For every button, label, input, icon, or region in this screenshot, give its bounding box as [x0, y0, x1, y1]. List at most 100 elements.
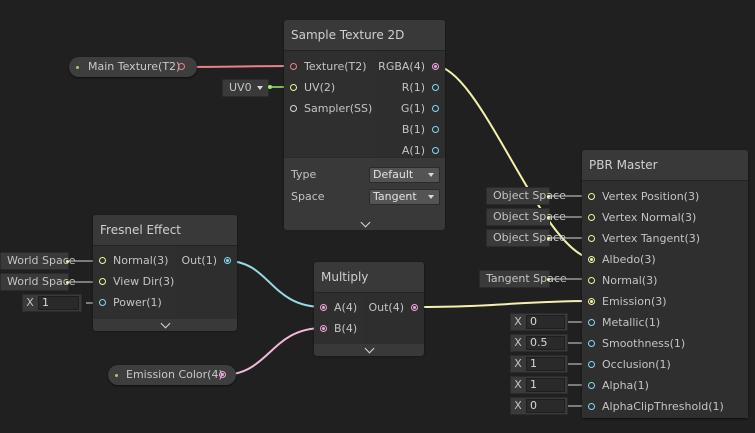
port-label: Vertex Tangent(3)	[602, 232, 701, 245]
node-title: Fresnel Effect	[93, 215, 237, 246]
port-icon	[432, 63, 439, 70]
metallic-value[interactable]: 0	[526, 315, 565, 329]
occlusion-field[interactable]: X 1	[510, 355, 568, 373]
occlusion-port[interactable]: Occlusion(1)	[588, 355, 671, 375]
alpha-clip-threshold-field[interactable]: X 0	[510, 397, 568, 415]
smoothness-value[interactable]: 0.5	[526, 336, 565, 350]
alpha-value[interactable]: 1	[526, 378, 565, 392]
alpha-clip-threshold-value[interactable]: 0	[526, 399, 565, 413]
uv-channel-dropdown[interactable]: UV0	[222, 79, 269, 97]
vertex-normal-port[interactable]: Vertex Normal(3)	[588, 208, 696, 228]
node-title: Sample Texture 2D	[284, 20, 445, 51]
sample-texture-2d-node[interactable]: Sample Texture 2D Texture(T2) UV(2) Samp…	[284, 20, 445, 230]
pbr-master-node[interactable]: PBR Master Vertex Position(3) Vertex Nor…	[582, 150, 748, 418]
emission-color-property[interactable]: Emission Color(4)	[108, 365, 236, 385]
chip-label: Object Space	[493, 231, 566, 244]
fresnel-power-field[interactable]: X 1	[22, 294, 82, 312]
alpha-field[interactable]: X 1	[510, 376, 568, 394]
rgba-output-port[interactable]: RGBA(4)	[378, 57, 439, 77]
port-label: Occlusion(1)	[602, 358, 671, 371]
collapse-button[interactable]	[284, 217, 445, 230]
type-value: Default	[373, 168, 414, 181]
multiply-a-port[interactable]: A(4)	[320, 298, 357, 318]
port-label: A(4)	[334, 301, 358, 314]
uv-chip-connector	[268, 85, 272, 89]
chip-label: Tangent Space	[486, 272, 567, 285]
dropdown-arrow-icon	[256, 86, 263, 90]
port-label: Alpha(1)	[602, 379, 649, 392]
chevron-down-icon	[364, 343, 375, 354]
chip-label: World Space	[7, 254, 76, 267]
vertex-tangent-space-chip[interactable]: Object Space	[486, 229, 566, 247]
port-icon	[320, 304, 327, 311]
port-label: Metallic(1)	[602, 316, 661, 329]
a-output-port[interactable]: A(1)	[402, 141, 439, 161]
r-output-port[interactable]: R(1)	[402, 78, 439, 98]
port-label: Vertex Normal(3)	[602, 211, 697, 224]
b-output-port[interactable]: B(1)	[402, 120, 439, 140]
alpha-clip-threshold-port[interactable]: AlphaClipThreshold(1)	[588, 397, 724, 417]
port-icon	[432, 147, 439, 154]
fresnel-normal-port[interactable]: Normal(3)	[99, 251, 168, 271]
fresnel-out-port[interactable]: Out(1)	[181, 251, 231, 271]
chip-label: Object Space	[493, 189, 566, 202]
occlusion-value[interactable]: 1	[526, 357, 565, 371]
normal-port[interactable]: Normal(3)	[588, 271, 657, 291]
multiply-b-port[interactable]: B(4)	[320, 319, 357, 339]
smoothness-port[interactable]: Smoothness(1)	[588, 334, 685, 354]
metallic-field[interactable]: X 0	[510, 313, 568, 331]
albedo-port[interactable]: Albedo(3)	[588, 250, 656, 270]
sampler-input-port[interactable]: Sampler(SS)	[290, 99, 372, 119]
port-icon	[224, 257, 231, 264]
port-icon	[588, 235, 595, 242]
chevron-down-icon	[360, 217, 370, 228]
port-label: G(1)	[400, 102, 425, 115]
pbr-master-ports: Vertex Position(3) Vertex Normal(3) Vert…	[582, 181, 748, 418]
multiply-out-port[interactable]: Out(4)	[368, 298, 418, 318]
fresnel-normal-space-chip[interactable]: World Space	[0, 252, 76, 270]
vertex-normal-space-chip[interactable]: Object Space	[486, 208, 566, 226]
wire-multiply-emission	[413, 300, 593, 308]
vertex-position-port[interactable]: Vertex Position(3)	[588, 187, 699, 207]
main-texture-property[interactable]: Main Texture(T2)	[69, 57, 197, 77]
emission-port[interactable]: Emission(3)	[588, 292, 667, 312]
port-icon	[432, 105, 439, 112]
collapse-button[interactable]	[314, 343, 424, 356]
vertex-tangent-port[interactable]: Vertex Tangent(3)	[588, 229, 700, 249]
vertex-position-space-chip[interactable]: Object Space	[486, 187, 566, 205]
port-label: Albedo(3)	[602, 253, 656, 266]
emission-color-out-port[interactable]	[219, 371, 226, 378]
wire-emission-multiply	[221, 327, 324, 376]
fresnel-view-dir-port[interactable]: View Dir(3)	[99, 272, 174, 292]
type-dropdown[interactable]: Default	[369, 167, 440, 183]
connector-icon	[547, 237, 550, 240]
space-value: Tangent	[373, 190, 417, 203]
fresnel-power-port[interactable]: Power(1)	[99, 293, 162, 313]
port-label: Sampler(SS)	[304, 102, 373, 115]
type-label: Type	[291, 168, 317, 181]
port-icon	[588, 277, 595, 284]
fresnel-viewdir-space-chip[interactable]: World Space	[0, 273, 76, 291]
wire-main-texture	[181, 65, 294, 68]
port-label: UV(2)	[304, 81, 336, 94]
collapse-button[interactable]	[93, 318, 237, 331]
port-icon	[432, 84, 439, 91]
port-icon	[432, 126, 439, 133]
uv-input-port[interactable]: UV(2)	[290, 78, 335, 98]
connector-icon	[547, 195, 550, 198]
metallic-port[interactable]: Metallic(1)	[588, 313, 660, 333]
multiply-node[interactable]: Multiply A(4) B(4) Out(4)	[314, 262, 424, 356]
space-dropdown[interactable]: Tangent	[369, 189, 440, 205]
smoothness-field[interactable]: X 0.5	[510, 334, 568, 352]
wire-fresnel-multiply	[226, 260, 324, 308]
port-label: Out(4)	[368, 301, 404, 314]
main-texture-out-port[interactable]	[178, 63, 185, 70]
fresnel-effect-node[interactable]: Fresnel Effect Normal(3) View Dir(3) Pow…	[93, 215, 237, 331]
g-output-port[interactable]: G(1)	[401, 99, 439, 119]
texture-input-port[interactable]: Texture(T2)	[290, 57, 367, 77]
power-value[interactable]: 1	[38, 296, 79, 310]
normal-space-chip[interactable]: Tangent Space	[479, 270, 567, 288]
connector-icon	[547, 216, 550, 219]
port-icon	[588, 319, 595, 326]
alpha-port[interactable]: Alpha(1)	[588, 376, 649, 396]
